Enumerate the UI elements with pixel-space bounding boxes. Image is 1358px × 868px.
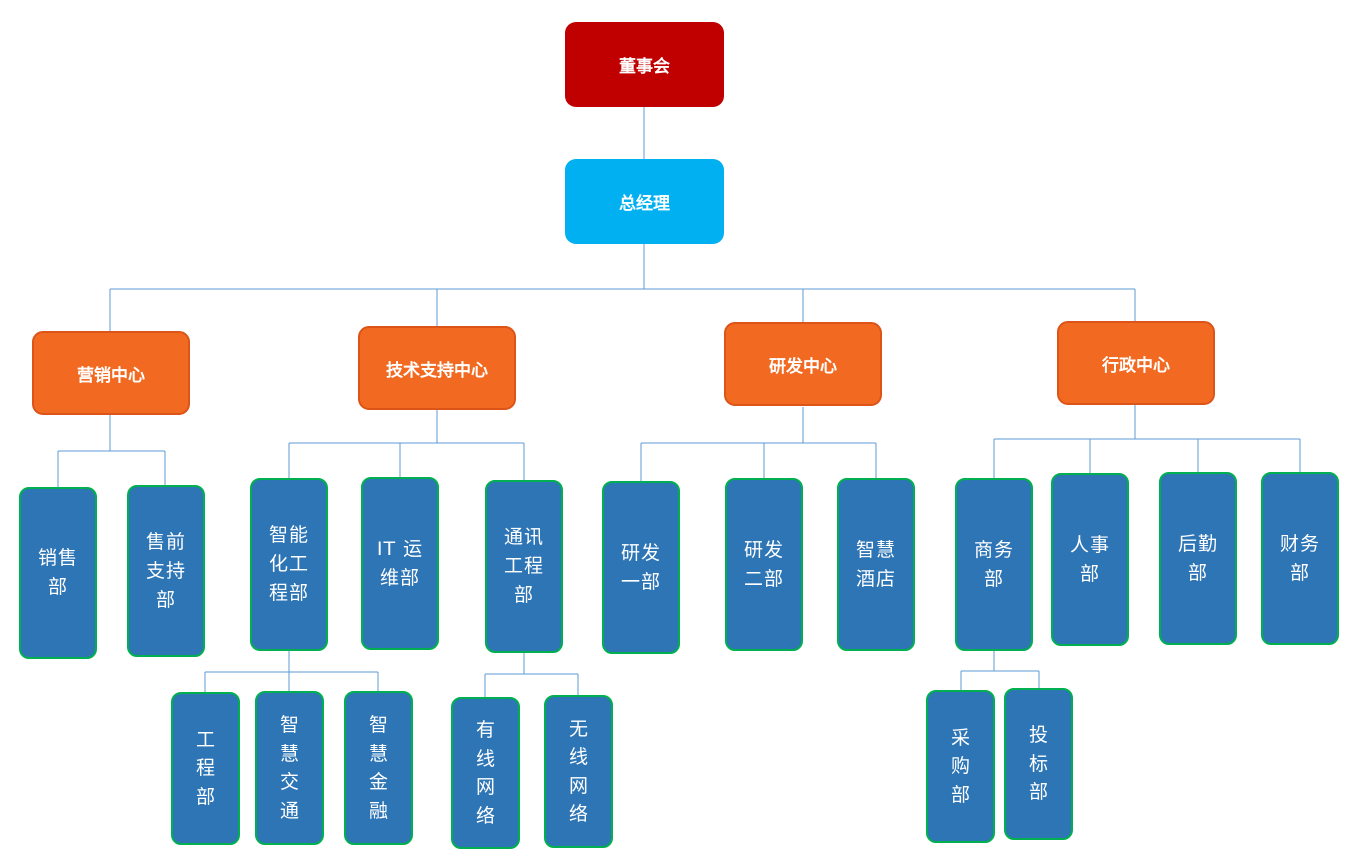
center-marketing-node: 营销中心 <box>32 331 190 415</box>
dept-rnd-2-node: 研发 二部 <box>725 478 803 651</box>
unit-label: 智 慧 金 融 <box>368 714 388 822</box>
dept-label: 后勤 部 <box>1177 532 1218 584</box>
dept-finance-node: 财务 部 <box>1261 472 1339 645</box>
unit-label: 采 购 部 <box>950 726 970 806</box>
dept-label: IT 运 维部 <box>376 537 424 589</box>
dept-hr-node: 人事 部 <box>1051 473 1129 646</box>
dept-presales-node: 售前 支持 部 <box>127 485 205 657</box>
unit-label: 无 线 网 络 <box>568 717 588 826</box>
dept-logistics-node: 后勤 部 <box>1159 472 1237 645</box>
dept-label: 研发 一部 <box>620 541 661 593</box>
unit-label: 投 标 部 <box>1028 724 1048 804</box>
dept-label: 销售 部 <box>37 547 78 598</box>
center-label: 研发中心 <box>769 356 837 377</box>
dept-label: 智慧 酒店 <box>855 538 896 590</box>
unit-wireless-network-node: 无 线 网 络 <box>544 695 613 848</box>
dept-sales-node: 销售 部 <box>19 487 97 659</box>
dept-comm-engineering-node: 通讯 工程 部 <box>485 480 563 653</box>
unit-label: 有 线 网 络 <box>475 719 495 827</box>
unit-label: 工 程 部 <box>195 728 215 808</box>
dept-it-ops-node: IT 运 维部 <box>361 477 439 650</box>
unit-smart-traffic-node: 智 慧 交 通 <box>255 691 324 845</box>
unit-bidding-node: 投 标 部 <box>1004 688 1073 840</box>
dept-label: 智能 化工 程部 <box>268 524 309 604</box>
dept-label: 通讯 工程 部 <box>503 526 544 606</box>
unit-smart-finance-node: 智 慧 金 融 <box>344 691 413 845</box>
dept-intelligent-engineering-node: 智能 化工 程部 <box>250 478 328 651</box>
dept-label: 商务 部 <box>973 538 1014 590</box>
board-label: 董事会 <box>619 57 670 77</box>
center-tech-support-node: 技术支持中心 <box>358 326 516 410</box>
unit-purchasing-node: 采 购 部 <box>926 690 995 843</box>
board-node: 董事会 <box>565 22 724 107</box>
dept-label: 研发 二部 <box>743 538 784 590</box>
unit-engineering-node: 工 程 部 <box>171 692 240 845</box>
dept-label: 财务 部 <box>1279 532 1320 584</box>
dept-rnd-1-node: 研发 一部 <box>602 481 680 654</box>
center-rnd-node: 研发中心 <box>724 322 882 406</box>
general-manager-label: 总经理 <box>619 194 670 214</box>
dept-business-node: 商务 部 <box>955 478 1033 651</box>
center-admin-node: 行政中心 <box>1057 321 1215 405</box>
center-label: 技术支持中心 <box>386 360 488 381</box>
dept-label: 售前 支持 部 <box>145 530 186 611</box>
center-label: 行政中心 <box>1102 355 1170 376</box>
dept-smart-hotel-node: 智慧 酒店 <box>837 478 915 651</box>
unit-label: 智 慧 交 通 <box>279 714 299 822</box>
dept-label: 人事 部 <box>1069 533 1110 585</box>
center-label: 营销中心 <box>77 365 145 386</box>
general-manager-node: 总经理 <box>565 159 724 244</box>
unit-wired-network-node: 有 线 网 络 <box>451 697 520 849</box>
